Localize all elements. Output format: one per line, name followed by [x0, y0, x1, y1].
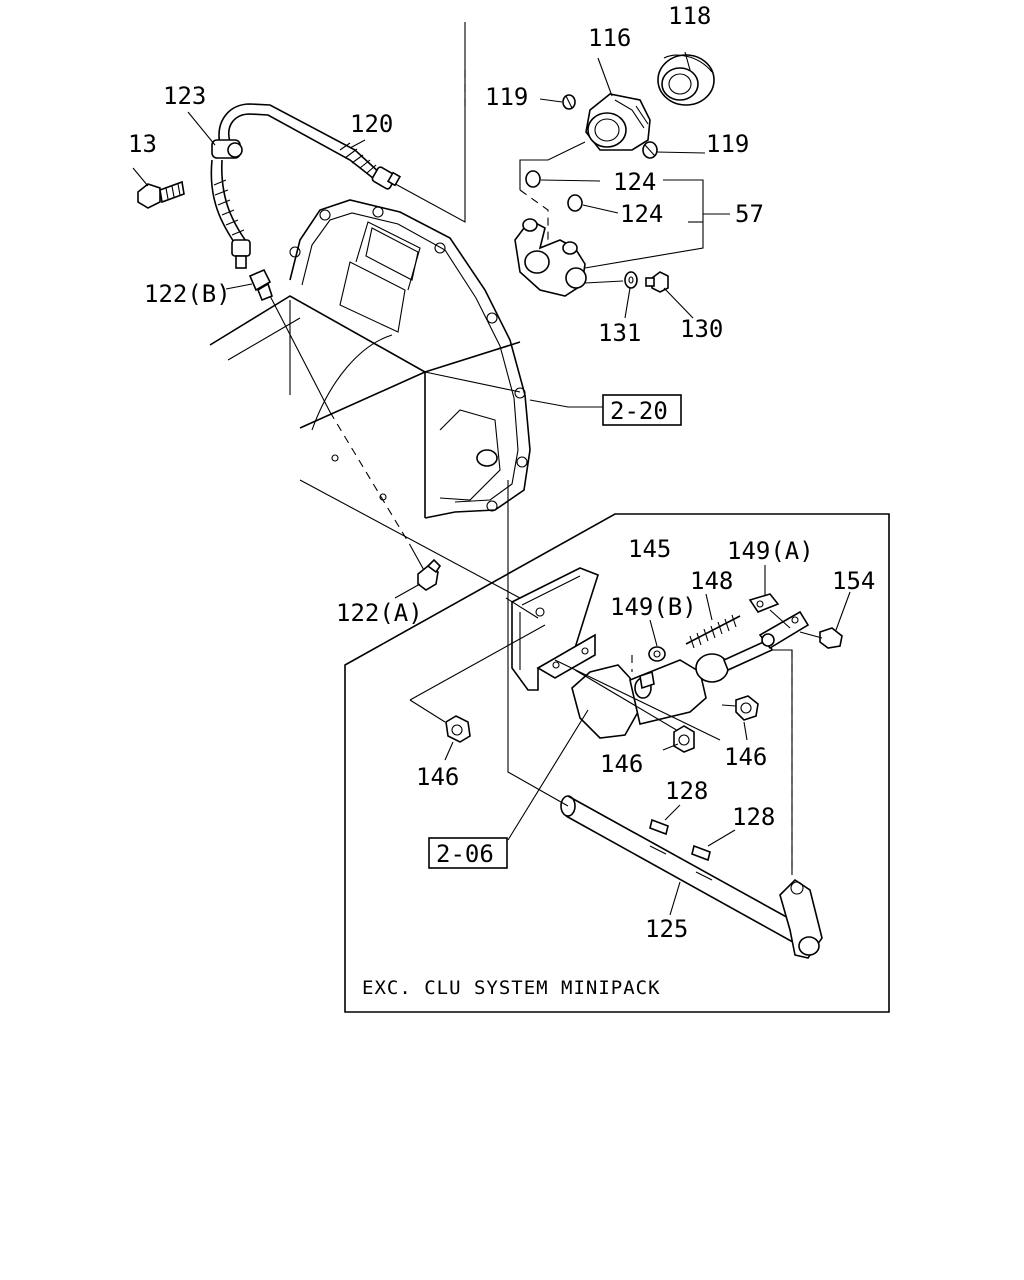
clutch-slave-cylinder: [571, 610, 810, 739]
reference-2-06-label: 2-06: [436, 840, 494, 868]
callout-13: 13: [128, 130, 157, 158]
bolt-146-right: [735, 695, 759, 721]
callout-120: 120: [350, 110, 393, 138]
callout-122a: 122(A): [336, 599, 423, 627]
callout-154: 154: [832, 567, 875, 595]
reference-2-20[interactable]: 2-20: [602, 394, 682, 426]
callout-124-bottom: 124: [620, 200, 663, 228]
sleeve-116: [585, 93, 651, 151]
callout-128-lower: 128: [732, 803, 775, 831]
bracket-145: [511, 567, 599, 691]
release-fork: [514, 218, 587, 297]
clutch-hose: [210, 103, 402, 269]
washer-131: [624, 271, 638, 289]
callout-116: 116: [588, 24, 631, 52]
callout-119-left: 119: [485, 83, 528, 111]
bushing-124-b: [567, 194, 583, 212]
callout-125: 125: [645, 915, 688, 943]
callout-146-right: 146: [724, 743, 767, 771]
inset-panel: [344, 513, 890, 1013]
fitting-122a: [417, 558, 442, 591]
bolt-13: [137, 180, 185, 209]
key-128-left: [649, 818, 669, 836]
bushing-124-a: [525, 170, 541, 188]
callout-122b: 122(B): [144, 280, 231, 308]
callout-123: 123: [163, 82, 206, 110]
callout-146-left: 146: [416, 763, 459, 791]
callout-57: 57: [735, 200, 764, 228]
callout-118: 118: [668, 2, 711, 30]
callout-149b: 149(B): [610, 593, 697, 621]
clip-149a: [748, 593, 780, 613]
bearing-118: [657, 54, 715, 106]
reference-2-20-label: 2-20: [610, 397, 668, 425]
callout-149a: 149(A): [727, 537, 814, 565]
callout-119-right: 119: [706, 130, 749, 158]
clip-149b: [648, 646, 666, 662]
callout-131: 131: [598, 319, 641, 347]
callout-148: 148: [690, 567, 733, 595]
callout-124-top: 124: [613, 168, 656, 196]
callout-146-mid: 146: [600, 750, 643, 778]
pin-154: [819, 627, 843, 649]
bolt-130: [645, 271, 669, 293]
callout-128-upper: 128: [665, 777, 708, 805]
bolt-146-mid: [673, 725, 695, 753]
spring-119-right: [642, 141, 658, 159]
cross-shaft-125: [560, 795, 823, 959]
fitting-122b: [248, 268, 273, 302]
clutch-housing: [209, 199, 531, 519]
inset-note: EXC. CLU SYSTEM MINIPACK: [362, 977, 661, 999]
callout-145: 145: [628, 535, 671, 563]
bolt-146-left: [445, 715, 471, 743]
key-128-right: [691, 844, 711, 862]
reference-2-06[interactable]: 2-06: [428, 837, 508, 869]
spring-119-left: [562, 94, 576, 110]
spring-148: [685, 614, 741, 649]
callout-130: 130: [680, 315, 723, 343]
